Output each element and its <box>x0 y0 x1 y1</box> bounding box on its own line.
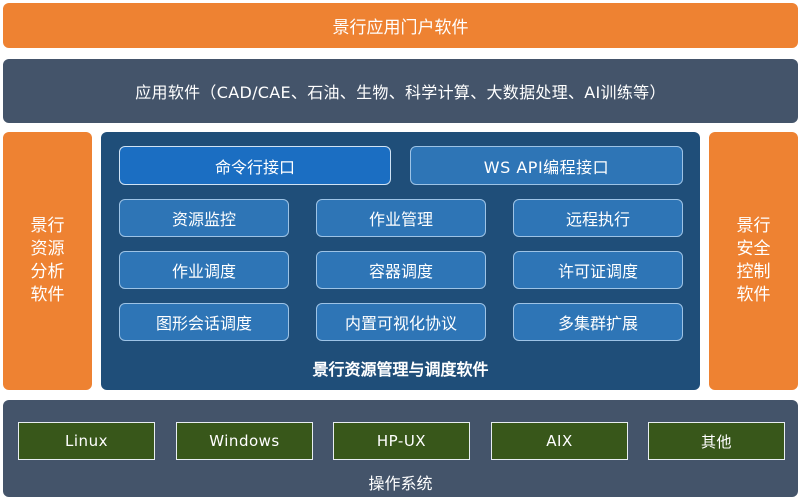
cli-interface: 命令行接口 <box>119 146 391 185</box>
module-label: 容器调度 <box>368 262 433 281</box>
ws-api-interface: WS API编程接口 <box>410 146 683 185</box>
cli-interface-label: 命令行接口 <box>214 157 295 177</box>
scheduler-title: 景行资源管理与调度软件 <box>312 360 489 379</box>
application-layer: 应用软件（CAD/CAE、石油、生物、科学计算、大数据处理、AI训练等） <box>3 59 798 123</box>
os-other: 其他 <box>648 422 785 460</box>
module-label: 图形会话调度 <box>155 314 252 333</box>
resource-analysis-panel: 景行资源分析软件 <box>3 132 92 390</box>
module-remote-execution: 远程执行 <box>513 199 683 237</box>
security-control-label: 景行安全控制软件 <box>736 216 771 305</box>
os-linux: Linux <box>18 422 155 460</box>
os-label-text: Linux <box>65 432 108 450</box>
module-container-scheduling: 容器调度 <box>316 251 486 289</box>
module-multi-cluster: 多集群扩展 <box>513 303 683 341</box>
resource-analysis-label: 景行资源分析软件 <box>30 216 65 305</box>
os-label-text: 其他 <box>700 432 732 451</box>
module-label: 资源监控 <box>171 210 236 229</box>
module-resource-monitor: 资源监控 <box>119 199 289 237</box>
module-label: 作业调度 <box>171 262 236 281</box>
module-visualization-protocol: 内置可视化协议 <box>316 303 486 341</box>
os-label-text: Windows <box>209 432 280 450</box>
module-label: 内置可视化协议 <box>344 314 457 333</box>
os-label-text: AIX <box>546 432 573 450</box>
os-label-text: HP-UX <box>376 432 427 450</box>
portal-label: 景行应用门户软件 <box>332 18 469 38</box>
module-job-scheduling: 作业调度 <box>119 251 289 289</box>
module-label: 远程执行 <box>565 210 630 229</box>
module-label: 作业管理 <box>368 210 433 229</box>
module-job-management: 作业管理 <box>316 199 486 237</box>
scheduler-core: 命令行接口 WS API编程接口 资源监控 作业管理 远程执行 作业调度 容器调… <box>101 132 700 390</box>
module-label: 许可证调度 <box>557 262 638 281</box>
module-license-scheduling: 许可证调度 <box>513 251 683 289</box>
security-control-panel: 景行安全控制软件 <box>709 132 798 390</box>
os-windows: Windows <box>176 422 313 460</box>
os-layer: Linux Windows HP-UX AIX 其他 操作系统 <box>3 400 798 497</box>
module-graphic-session-scheduling: 图形会话调度 <box>119 303 289 341</box>
module-label: 多集群扩展 <box>557 314 638 333</box>
ws-api-interface-label: WS API编程接口 <box>483 157 610 177</box>
portal-layer: 景行应用门户软件 <box>3 3 798 48</box>
application-label: 应用软件（CAD/CAE、石油、生物、科学计算、大数据处理、AI训练等） <box>135 83 666 102</box>
os-hpux: HP-UX <box>333 422 470 460</box>
os-aix: AIX <box>491 422 628 460</box>
os-layer-label: 操作系统 <box>368 474 433 493</box>
